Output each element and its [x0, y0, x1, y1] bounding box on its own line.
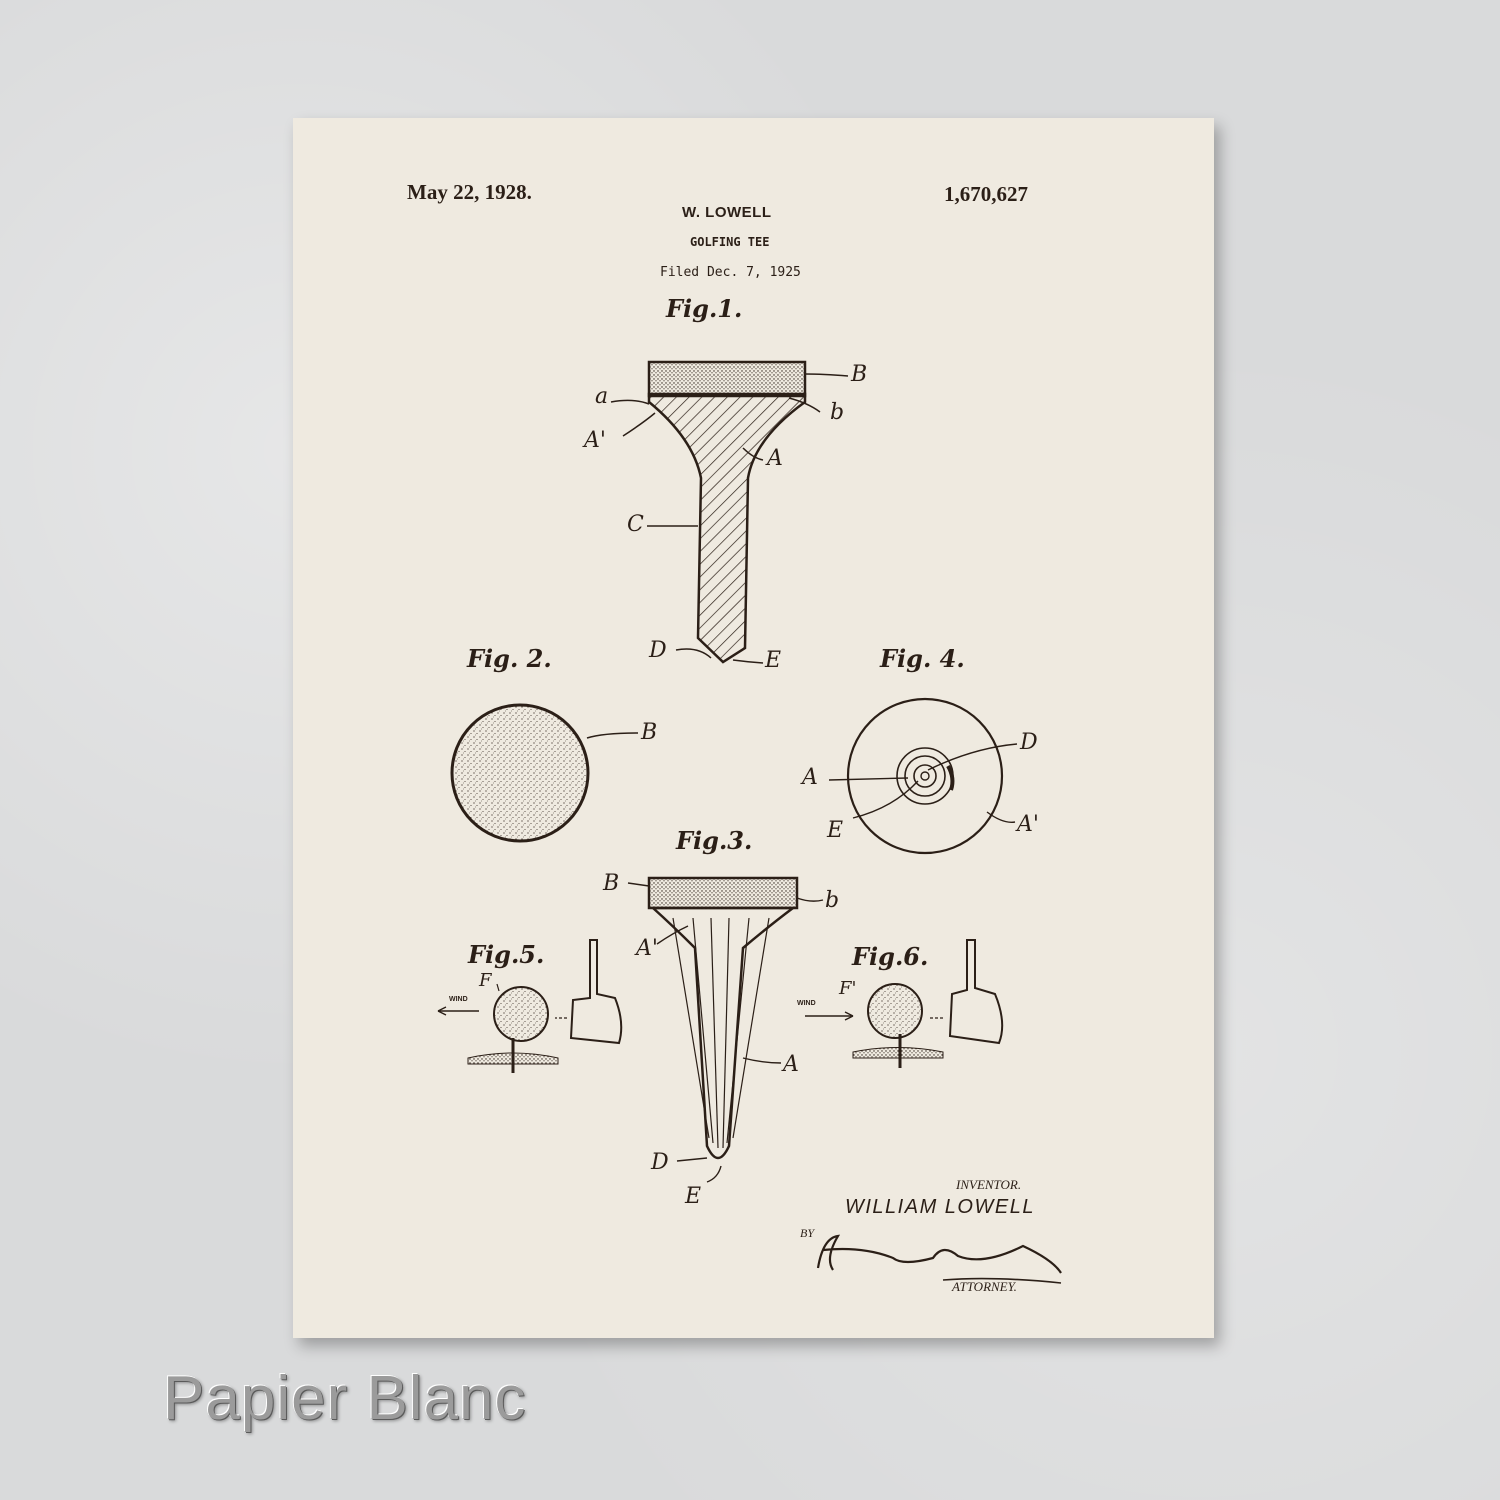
fig1-label-D: D — [649, 638, 667, 663]
attorney-caption: ATTORNEY. — [952, 1279, 1017, 1294]
fig2-tee-top — [450, 703, 639, 843]
fig1-tee-section — [610, 360, 849, 664]
fig4-label-E: E — [827, 818, 844, 843]
fig1-title: Fig.1. — [666, 294, 743, 323]
fig1-label-A-prime: A' — [584, 428, 606, 453]
fig1-label-b: b — [830, 400, 845, 425]
fig3-label-E: E — [685, 1184, 702, 1209]
fig1-label-B: B — [851, 362, 868, 387]
by-label: BY — [800, 1226, 815, 1240]
fig3-title: Fig.3. — [676, 826, 753, 855]
fig5-ball-on-tee — [437, 939, 623, 1073]
product-caption: Papier Blanc — [163, 1364, 527, 1433]
fig1-label-A: A — [767, 446, 783, 471]
fig3-fluted-tee — [627, 876, 824, 1183]
fig6-ball-on-tee — [805, 939, 1004, 1068]
filed-date: Filed Dec. 7, 1925 — [660, 265, 801, 280]
patent-title: GOLFING TEE — [690, 235, 770, 249]
fig4-label-D: D — [1020, 730, 1038, 755]
fig3-label-b: b — [825, 888, 840, 913]
inventor-caption: INVENTOR. — [956, 1177, 1022, 1192]
fig4-label-A-prime: A' — [1017, 812, 1039, 837]
fig1-label-C: C — [627, 512, 644, 537]
fig4-title: Fig. 4. — [880, 644, 965, 673]
fig2-title: Fig. 2. — [467, 644, 552, 673]
patent-drawings — [437, 360, 1062, 1284]
patent-date: May 22, 1928. — [407, 180, 532, 204]
attorney-signature — [816, 1234, 1062, 1284]
fig3-label-B: B — [603, 871, 620, 896]
inventor-header: W. LOWELL — [682, 204, 772, 221]
fig5-label-F: F — [479, 970, 492, 991]
fig5-title: Fig.5. — [468, 940, 545, 969]
fig3-label-D: D — [651, 1150, 669, 1175]
inventor-name: WILLIAM LOWELL — [845, 1196, 1035, 1218]
fig4-tee-underside — [828, 697, 1018, 855]
fig1-label-a: a — [595, 384, 609, 409]
fig1-label-E: E — [765, 648, 782, 673]
fig3-label-A-prime: A' — [636, 936, 658, 961]
fig6-label-F-prime: F' — [839, 978, 857, 999]
fig5-wind-label: WIND — [449, 996, 468, 1003]
fig6-wind-label: WIND — [797, 1000, 816, 1007]
fig3-label-A: A — [783, 1052, 799, 1077]
fig4-label-A: A — [802, 765, 818, 790]
patent-number: 1,670,627 — [944, 182, 1028, 206]
fig6-title: Fig.6. — [852, 942, 929, 971]
patent-print: May 22, 1928. 1,670,627 W. LOWELL GOLFIN… — [293, 118, 1214, 1338]
fig2-label-B: B — [641, 720, 658, 745]
